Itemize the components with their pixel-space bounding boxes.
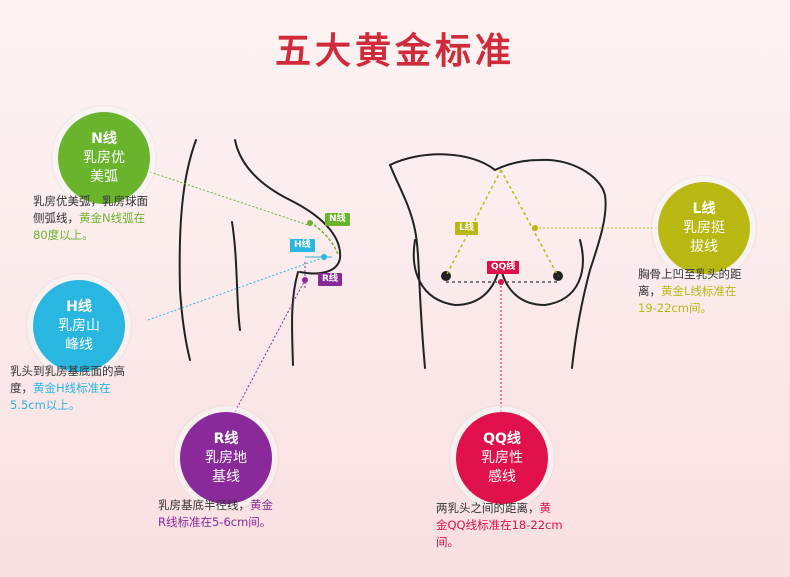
qq-line-badge: QQ线 乳房性 感线 <box>456 412 548 504</box>
h-badge-line1: 乳房山 <box>58 317 100 334</box>
h-line-connector <box>147 254 332 321</box>
l-line-tag: L线 <box>455 222 478 235</box>
h-badge-title: H线 <box>66 298 92 315</box>
n-line-badge: N线 乳房优 美弧 <box>58 112 150 204</box>
page-title: 五大黄金标准 <box>274 30 515 72</box>
h-description: 乳头到乳房基底面的高 度，黄金H线标准在 5.5cm以上。 <box>10 364 125 412</box>
r-line-badge: R线 乳房地 基线 <box>180 412 272 504</box>
qq-badge-line2: 感线 <box>488 468 516 485</box>
qq-line-connector <box>446 279 558 420</box>
qq-description: 两乳头之间的距离，黄 金QQ线标准在18-22cm 间。 <box>436 501 563 549</box>
l-line-connector <box>445 169 665 277</box>
n-badge-line2: 美弧 <box>90 168 118 185</box>
r-line-tag: R线 <box>318 273 342 286</box>
n-line-connector <box>149 171 339 256</box>
h-line-tag: H线 <box>290 239 315 252</box>
side-view-figure <box>178 139 342 366</box>
qq-badge-title: QQ线 <box>483 430 521 447</box>
r-line-connector <box>219 262 308 441</box>
front-view-figure <box>389 153 607 369</box>
qq-line-tag: QQ线 <box>487 261 520 274</box>
n-badge-line1: 乳房优 <box>83 149 125 166</box>
r-description: 乳房基底半径线，黄金 R线标准在5-6cm间。 <box>158 498 273 529</box>
l-badge-line2: 拔线 <box>690 238 718 255</box>
n-badge-title: N线 <box>91 130 117 147</box>
l-badge-line1: 乳房挺 <box>683 219 725 236</box>
n-line-tag: N线 <box>325 213 350 226</box>
l-line-badge: L线 乳房挺 拔线 <box>658 182 750 274</box>
qq-badge-line1: 乳房性 <box>481 449 523 466</box>
h-badge-line2: 峰线 <box>65 336 93 353</box>
r-badge-line1: 乳房地 <box>205 449 247 466</box>
h-line-badge: H线 乳房山 峰线 <box>33 280 125 372</box>
l-description: 胸骨上凹至乳头的距 离，黄金L线标准在 19-22cm间。 <box>638 267 742 315</box>
l-badge-title: L线 <box>692 200 716 217</box>
n-description: 乳房优美弧，乳房球面 侧弧线，黄金N线弧在 80度以上。 <box>33 194 148 242</box>
r-badge-title: R线 <box>213 430 239 447</box>
r-badge-line2: 基线 <box>212 468 240 485</box>
